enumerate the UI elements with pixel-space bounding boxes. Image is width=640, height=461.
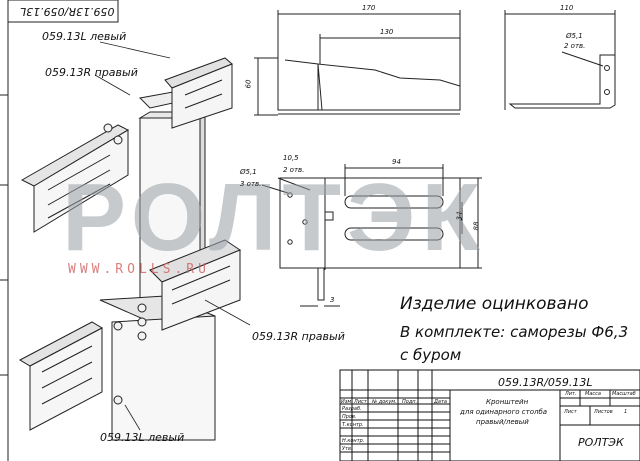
note-drill: с буром: [400, 346, 462, 364]
tb-header-sign: Подп.: [402, 399, 418, 405]
isometric-assembly-lower: [18, 239, 242, 441]
dim-hole-count-left: 3 отв.: [240, 180, 262, 188]
dim-130: 130: [380, 28, 394, 36]
corner-stamp-box: [7, 0, 119, 23]
tb-header-date: Дата: [434, 399, 447, 405]
note-galvanized: Изделие оцинковано: [400, 294, 589, 314]
tb-row-tkontr: Т.контр.: [342, 422, 364, 428]
tb-desc-3: правый/левый: [476, 418, 529, 426]
dim-hole-count-mid: 2 отв.: [283, 166, 305, 174]
label-left-bracket-top: 059.13L левый: [42, 30, 127, 43]
tb-company: РОЛТЭК: [578, 436, 624, 449]
tb-row-prov: Пров.: [342, 414, 357, 420]
tb-header-doc: № докум.: [372, 399, 397, 405]
dim-hole-dia-left: Ø5,1: [240, 168, 257, 176]
tb-desc-1: Кронштейн: [486, 398, 529, 406]
dim-60: 60: [244, 79, 253, 89]
watermark-brand: РОЛТЭК: [62, 164, 486, 271]
title-block-frame: [339, 369, 640, 461]
tb-row-nkontr: Н.контр.: [342, 438, 365, 444]
tb-sheets-value: 1: [624, 409, 628, 415]
top-view-bracket: [254, 10, 461, 116]
tb-col-sheet: Лист: [564, 409, 577, 415]
tb-desc-2: для одинарного столба: [460, 408, 548, 416]
tb-header-list: Лист: [354, 399, 367, 405]
tb-col-sheets: Листов: [594, 409, 613, 415]
dim-34: 34: [455, 211, 464, 221]
watermark-url: WWW.ROLLS.RU: [68, 262, 210, 277]
note-kit: В комплекте: саморезы Ф6,3: [400, 323, 629, 341]
dim-110: 110: [560, 4, 574, 12]
corner-stamp-code: 059.13R/059.13L: [20, 5, 115, 18]
dim-170: 170: [362, 4, 376, 12]
label-right-bracket-top: 059.13R правый: [45, 66, 138, 79]
front-view-bracket: [261, 164, 482, 307]
tb-col-scale: Масштаб: [612, 391, 636, 397]
tb-row-razrab: Разраб.: [342, 406, 362, 412]
tb-row-utv: Утв.: [342, 446, 353, 452]
title-block-code: 059.13R/059.13L: [498, 376, 593, 389]
dim-hole-count-top: 2 отв.: [564, 42, 586, 50]
dim-offset: 10,5: [283, 154, 299, 162]
dim-hole-dia-top: Ø5,1: [566, 32, 583, 40]
side-view-bracket: [504, 10, 616, 110]
dim-94: 94: [392, 158, 401, 166]
label-left-bracket-bottom: 059.13L левый: [100, 431, 185, 444]
dim-3: 3: [330, 296, 335, 304]
label-right-bracket-bottom: 059.13R правый: [252, 330, 345, 343]
tb-col-lit: Лит.: [565, 391, 577, 397]
dim-88: 88: [472, 221, 481, 231]
tb-header-izm: Изм: [341, 399, 352, 405]
tb-col-mass: Масса: [585, 391, 601, 397]
